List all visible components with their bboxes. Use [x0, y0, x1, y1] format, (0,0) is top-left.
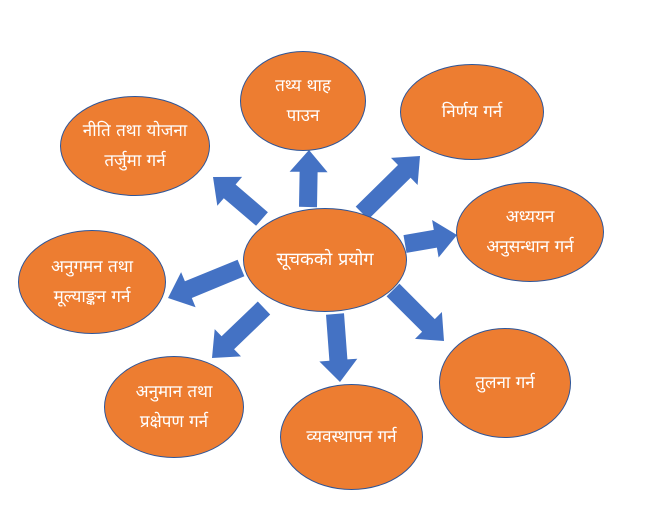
node-anugaman-line-1: अनुगमन तथा [51, 257, 133, 277]
node-tathya-thaha-paun: तथ्य थाह पाउन [240, 51, 366, 151]
node-niti-yojana-tarjuma-garna: नीति तथा योजना तर्जुमा गर्न [60, 96, 210, 196]
node-anuman-prakshepan-garna: अनुमान तथा प्रक्षेपण गर्न [104, 356, 244, 458]
node-anugaman-mulyankan-garna: अनुगमन तथा मूल्याङ्कन गर्न [18, 230, 166, 334]
arrow-to-tathya [289, 150, 328, 208]
node-vyavasthapan-line-1: व्यवस्थापन गर्न [306, 427, 397, 447]
node-tulana-line-1: तुलना गर्न [475, 373, 535, 393]
node-anuman-line-1: अनुमान तथा [135, 382, 213, 402]
arrow-to-niti [213, 176, 268, 226]
node-niti-line-1: नीति तथा योजना [82, 121, 188, 141]
node-anugaman-line-2: मूल्याङ्कन गर्न [53, 287, 131, 307]
arrow-to-anugaman [168, 259, 245, 308]
arrow-to-anuman [212, 301, 271, 358]
center-node-suchakko-prayog: सूचकको प्रयोग [243, 208, 407, 312]
center-node-line-1: सूचकको प्रयोग [276, 249, 374, 270]
node-tulana-garna: तुलना गर्न [439, 328, 571, 438]
node-vyavasthapan-garna: व्यवस्थापन गर्न [280, 384, 423, 490]
arrow-to-vyavasthapan [319, 313, 358, 382]
node-adhyayan-anusandhan-garna: अध्ययन अनुसन्धान गर्न [456, 182, 604, 282]
node-anuman-line-2: प्रक्षेपण गर्न [139, 412, 209, 432]
node-nirnay-line-1: निर्णय गर्न [441, 102, 503, 122]
arrow-to-adhyayan [403, 220, 457, 258]
arrow-to-tulana [386, 283, 444, 341]
node-adhyayan-line-1: अध्ययन [505, 207, 555, 227]
node-tathya-line-1: तथ्य थाह [275, 76, 331, 96]
arrow-to-nirnay [355, 156, 420, 220]
node-nirnay-garna: निर्णय गर्न [400, 64, 544, 160]
node-adhyayan-line-2: अनुसन्धान गर्न [486, 237, 574, 257]
node-tathya-line-2: पाउन [286, 106, 320, 126]
node-niti-line-2: तर्जुमा गर्न [104, 151, 166, 171]
